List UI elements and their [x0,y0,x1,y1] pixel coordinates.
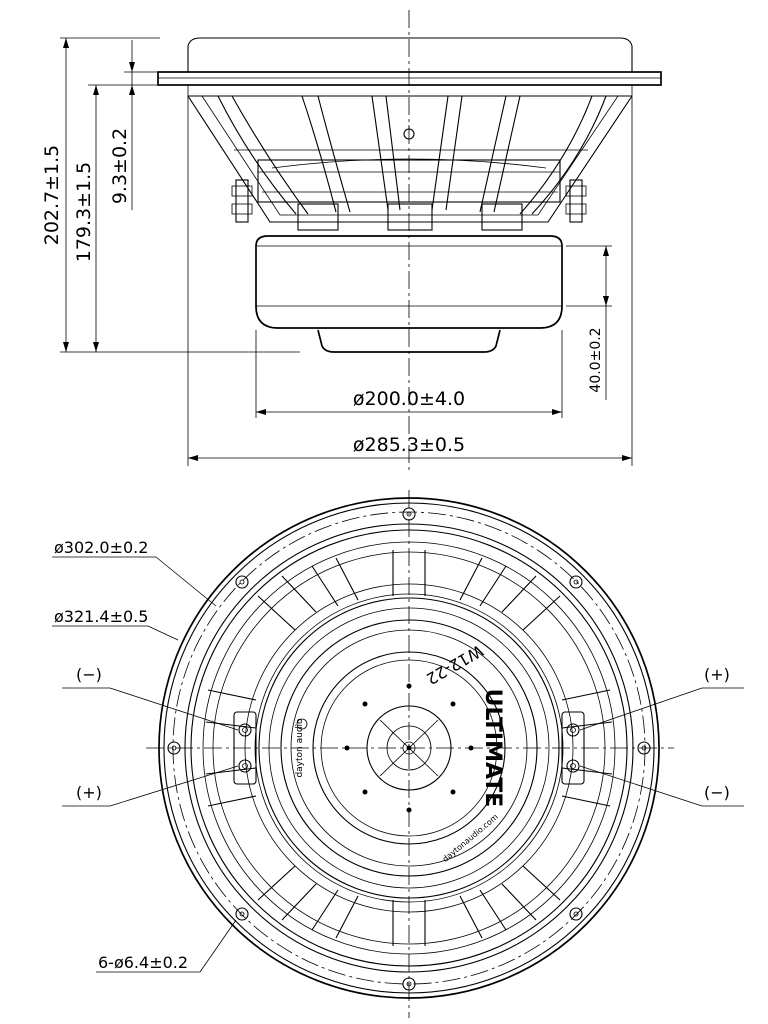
basket-spoke [217,95,309,215]
basket-spokes [205,550,613,946]
terminal-right-side [565,179,587,223]
mount-hole [402,507,416,521]
brand-text: dayton audio [295,718,305,778]
top-plate [257,159,561,203]
surround-outer [258,597,560,899]
outer-ring [158,497,660,999]
mount-hole [402,977,416,991]
dim-magnet-diameter: ø200.0±4.0 [353,388,465,410]
dim-overall-height: 202.7±1.5 [41,145,63,246]
brand-logo-icon [296,718,308,730]
dim-bolt-circle: ø302.0±0.2 [54,538,148,557]
side-view: 202.7±1.5 179.3±1.5 9.3±0.2 40.0±0.2 ø20… [41,10,662,470]
model-text: W12-22 [423,641,486,689]
dim-frame-diameter: ø285.3±0.5 [353,434,465,456]
gasket-top [187,37,633,72]
dim-frame-height: 179.3±1.5 [73,162,95,263]
front-view: ULTIMATE W12-22 dayton audio daytonaudio… [52,490,744,1018]
mount-hole [167,741,181,755]
surround-inner [280,619,538,877]
mount-hole [569,575,583,589]
dim-outer-diameter: ø321.4±0.5 [54,607,148,626]
mount-hole [569,907,583,921]
cap-brand-text: ULTIMATE [480,689,505,808]
mounting-holes [167,507,651,991]
cap-screws [344,683,474,813]
dim-mount-holes: 6-ø6.4±0.2 [98,953,188,972]
mount-hole [637,741,651,755]
gasket-inner-ring [184,523,634,973]
label-left-top: (−) [76,665,102,684]
mount-hole [235,575,249,589]
basket-spoke [371,95,401,211]
back-plate [317,329,501,353]
dim-flange: 9.3±0.2 [109,128,131,204]
basket-spoke [479,95,521,213]
dim-magnet-height: 40.0±0.2 [588,327,604,392]
frame-flange [157,71,662,86]
dust-cap [312,651,506,845]
label-left-bottom: (+) [76,783,102,802]
url-text: daytonaudio.com [441,812,500,864]
basket-spoke [431,95,463,211]
mount-hole [235,907,249,921]
terminal-left-side [231,179,253,223]
terminal-right-front [561,711,585,785]
label-right-bottom: (−) [704,783,730,802]
label-right-top: (+) [704,665,730,684]
basket-profile [187,95,633,223]
basket-spoke [301,95,351,213]
terminal-left-front [233,711,257,785]
